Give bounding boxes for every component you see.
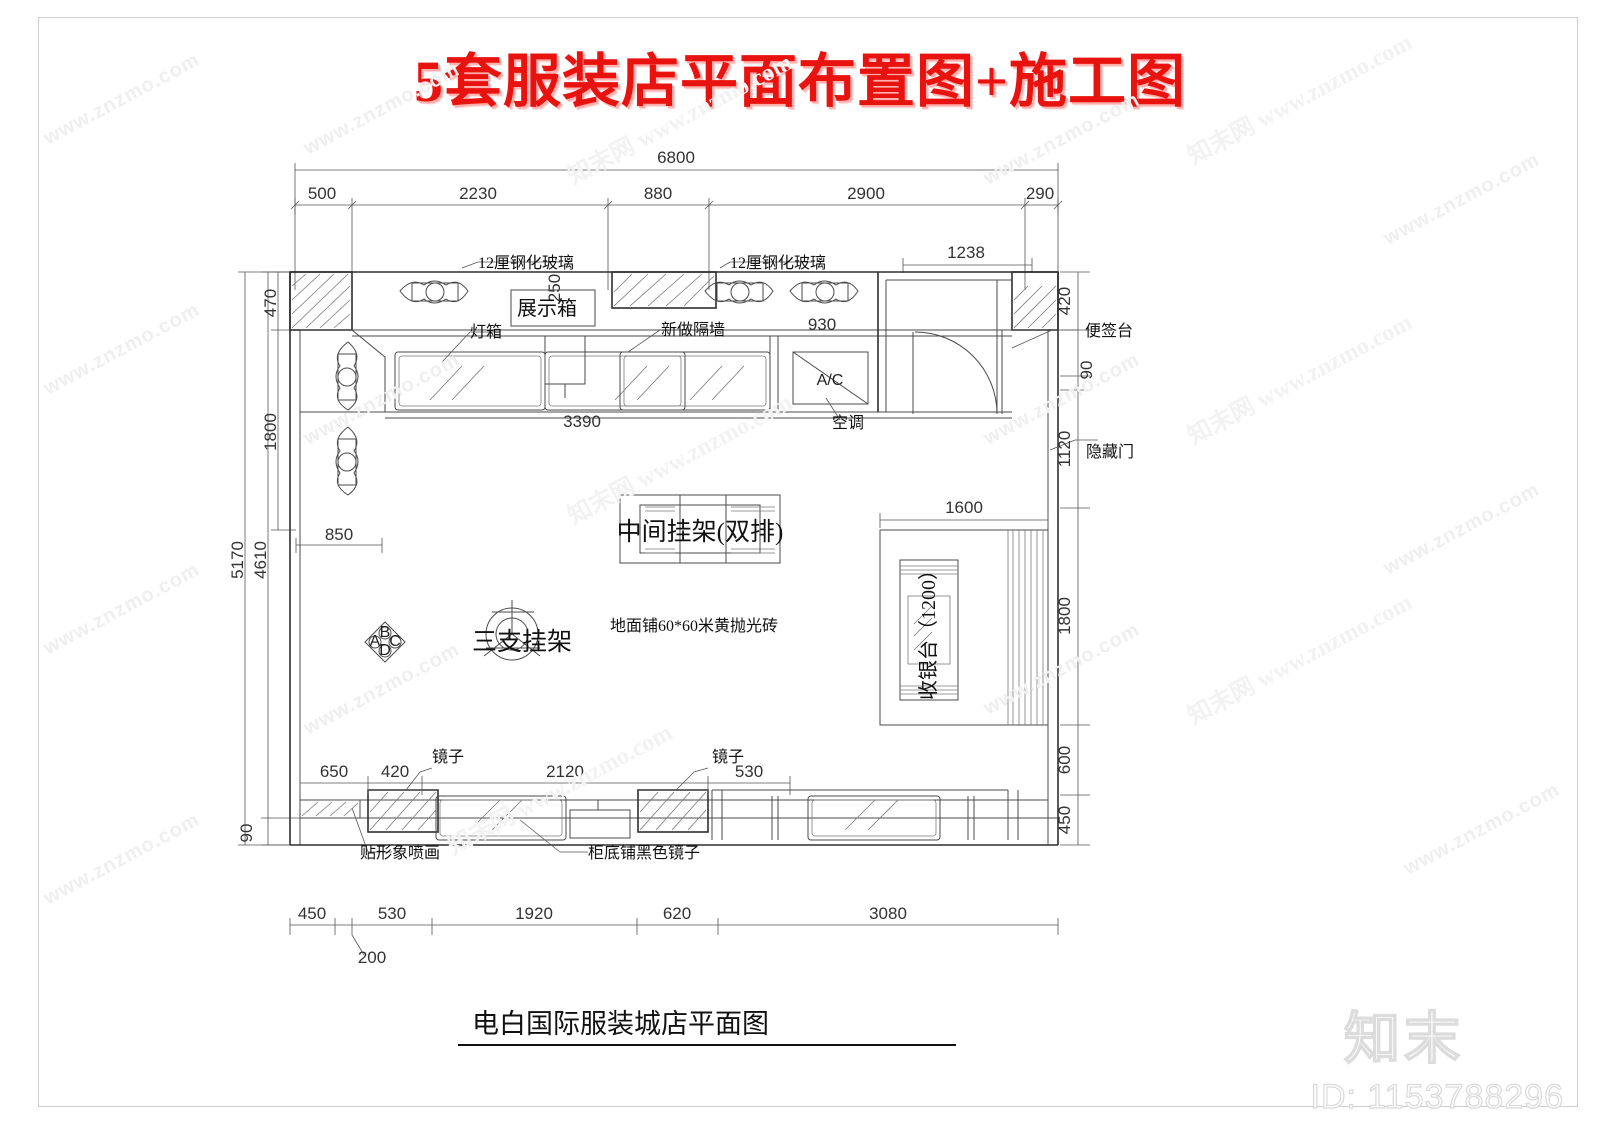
- page-title: 5套服装店平面布置图+施工图: [413, 49, 1187, 114]
- dim-left-1800: 1800: [261, 413, 280, 451]
- dim-right-1800: 1800: [1055, 597, 1074, 635]
- brand-name: 知末: [1343, 1009, 1464, 1071]
- dim-top-3: 880: [644, 184, 672, 203]
- dim-cashier-1600: 1600: [945, 498, 983, 517]
- display-case-box: [510, 289, 596, 327]
- dim-right-600: 600: [1055, 746, 1074, 774]
- dim-right-450: 450: [1055, 806, 1074, 834]
- dim-930: 930: [808, 315, 836, 334]
- dim-bottom-530: 530: [378, 904, 406, 923]
- dim-top-overall: 6800: [657, 148, 695, 167]
- center-hanging-rack: [619, 494, 781, 564]
- bottom-inner-dimension-group: [299, 776, 791, 795]
- building-walls: [289, 271, 1059, 846]
- dim-bottom-200: 200: [358, 948, 386, 967]
- caption-underline: [458, 1044, 956, 1046]
- dim-inner-2120: 2120: [546, 762, 584, 781]
- orientation-label-d: D: [379, 642, 391, 659]
- bottom-dimension-group: [289, 918, 1059, 956]
- label-new-partition: 新做隔墙: [661, 321, 725, 339]
- leader-lines: [351, 261, 1098, 853]
- dim-bottom-3080: 3080: [869, 904, 907, 923]
- label-ac-text: 空调: [832, 414, 864, 432]
- entry-door: [877, 272, 1048, 415]
- dim-top-1: 500: [308, 184, 336, 203]
- label-ac-symbol: A/C: [817, 372, 844, 389]
- bottom-cabinet-run: [299, 789, 1048, 841]
- label-black-mirror: 柜底铺黑色镜子: [588, 843, 700, 862]
- orientation-label-c: C: [389, 633, 401, 650]
- dim-left-470: 470: [261, 289, 280, 317]
- dim-inner-650: 650: [320, 762, 348, 781]
- dim-bottom-450: 450: [298, 904, 326, 923]
- label-note-counter: 便签台: [1085, 322, 1133, 340]
- annotation-texts: 12厘钢化玻璃 12厘钢化玻璃 展示箱 灯箱 新做隔墙 A/C 空调 便签台 隐…: [360, 254, 1134, 862]
- label-three-rack: 三支挂架: [472, 628, 572, 656]
- dim-right-90: 90: [1077, 361, 1096, 380]
- asset-id: ID: 1153788296: [1310, 1077, 1564, 1116]
- dim-right-1120: 1120: [1055, 431, 1074, 468]
- top-display-counter: [300, 329, 1012, 419]
- dim-top-4: 2900: [847, 184, 885, 203]
- sheet-border: [38, 17, 1578, 1107]
- label-glass-left: 12厘钢化玻璃: [478, 254, 574, 272]
- brand-watermark: 知末: [1343, 1009, 1564, 1073]
- orientation-label-b: B: [380, 624, 391, 641]
- ac-unit-symbol: [792, 351, 869, 405]
- dim-850: 850: [325, 525, 353, 544]
- label-image-print: 贴形象喷画: [360, 844, 440, 862]
- label-center-rack: 中间挂架(双排): [617, 518, 784, 546]
- label-floor-note: 地面铺60*60米黄抛光砖: [610, 617, 778, 635]
- dim-bottom-620: 620: [663, 904, 691, 923]
- dim-bottom-1920: 1920: [515, 904, 553, 923]
- dimension-texts: 6800 500 2230 880 2900 290 1238 5170 461…: [228, 148, 1096, 967]
- label-mirror-1: 镜子: [432, 747, 464, 766]
- dim-top-2: 2230: [459, 184, 497, 203]
- cashier-area: [879, 513, 1049, 726]
- dim-inner-530: 530: [735, 762, 763, 781]
- label-glass-right: 12厘钢化玻璃: [730, 254, 826, 272]
- left-dimension-group: [238, 271, 383, 846]
- orientation-label-a: A: [370, 633, 381, 650]
- dim-left-4610: 4610: [251, 541, 270, 579]
- label-display-case: 展示箱: [517, 297, 577, 320]
- dim-right-420: 420: [1055, 287, 1074, 315]
- dim-door-1238: 1238: [947, 243, 985, 262]
- top-dimension-group: [290, 163, 1063, 290]
- label-light-box: 灯箱: [470, 323, 502, 341]
- dim-250: 250: [545, 274, 564, 302]
- plan-caption: 电白国际服装城店平面图: [472, 1009, 769, 1039]
- dim-left-outer: 5170: [228, 541, 247, 579]
- right-dimension-group: [1060, 271, 1090, 846]
- door-dimension-group: [902, 258, 1033, 273]
- dim-top-5: 290: [1026, 184, 1054, 203]
- label-mirror-2: 镜子: [712, 747, 744, 766]
- dim-inner-420: 420: [381, 762, 409, 781]
- dim-left-90: 90: [237, 824, 256, 843]
- dim-3390: 3390: [563, 412, 601, 431]
- label-hidden-door: 隐藏门: [1086, 443, 1134, 461]
- label-cashier: 收银台（1200）: [917, 560, 940, 700]
- orientation-marker: [364, 621, 406, 663]
- light-fixture-symbols: [335, 280, 859, 496]
- three-branch-rack-symbol: [483, 600, 541, 661]
